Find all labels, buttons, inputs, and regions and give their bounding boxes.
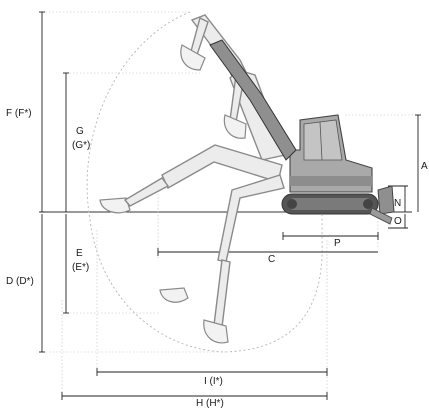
dimension-d xyxy=(39,214,45,353)
dimension-h xyxy=(61,392,328,400)
label-f: F (F*) xyxy=(6,108,32,119)
label-g: G xyxy=(76,126,84,137)
dimension-e xyxy=(63,214,69,314)
label-n: N xyxy=(394,198,401,209)
label-e: E xyxy=(76,248,83,259)
dimension-f xyxy=(39,11,45,213)
dimension-o xyxy=(388,214,408,229)
dozer-blade xyxy=(369,185,395,225)
label-d: D (D*) xyxy=(6,276,34,287)
ghost-arm-dig xyxy=(159,174,285,344)
dimension-a xyxy=(415,114,421,212)
label-o: O xyxy=(394,216,402,227)
dimension-g xyxy=(63,72,69,212)
label-c: C xyxy=(268,254,275,265)
ghost-arm-horizontal xyxy=(99,144,283,214)
excavator-boom xyxy=(209,39,297,161)
label-g-alt: (G*) xyxy=(72,140,90,151)
reach-envelope xyxy=(86,11,323,353)
label-a: A xyxy=(421,161,428,172)
label-p: P xyxy=(334,238,341,249)
excavator-body xyxy=(289,114,373,193)
label-e-alt: (E*) xyxy=(72,262,89,273)
label-h: H (H*) xyxy=(196,398,224,408)
label-i: I (I*) xyxy=(204,376,223,387)
dimension-p xyxy=(282,232,379,240)
excavator-tracks xyxy=(281,193,379,215)
dimension-i xyxy=(96,368,328,376)
ghost-arm-mid xyxy=(223,69,286,161)
dimension-c xyxy=(157,248,378,256)
